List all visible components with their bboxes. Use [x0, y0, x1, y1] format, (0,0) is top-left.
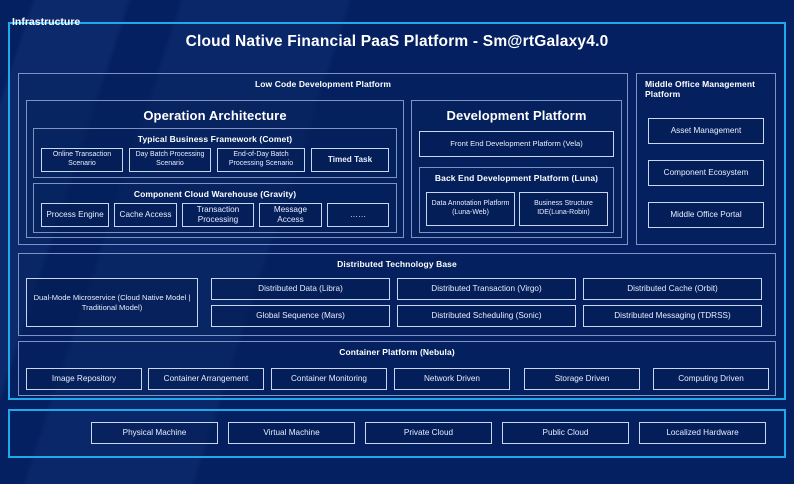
chip-distributed-transaction[interactable]: Distributed Transaction (Virgo)	[397, 278, 576, 300]
distributed-technology-base-title: Distributed Technology Base	[337, 259, 457, 269]
component-cloud-warehouse-title: Component Cloud Warehouse (Gravity)	[133, 189, 297, 199]
chip-middle-office-portal[interactable]: Middle Office Portal	[648, 202, 764, 228]
chip-more-ellipsis[interactable]: ……	[327, 203, 389, 227]
operation-architecture-title: Operation Architecture	[143, 108, 287, 123]
development-platform-title: Development Platform	[446, 108, 587, 123]
back-end-development-platform-title: Back End Development Platform (Luna)	[434, 173, 599, 183]
chip-localized-hardware[interactable]: Localized Hardware	[639, 422, 766, 444]
chip-component-ecosystem[interactable]: Component Ecosystem	[648, 160, 764, 186]
chip-distributed-cache[interactable]: Distributed Cache (Orbit)	[583, 278, 762, 300]
infrastructure-label: Infrastructure	[12, 16, 81, 28]
chip-network-driven[interactable]: Network Driven	[394, 368, 510, 390]
chip-global-sequence[interactable]: Global Sequence (Mars)	[211, 305, 390, 327]
chip-storage-driven[interactable]: Storage Driven	[524, 368, 640, 390]
chip-timed-task[interactable]: Timed Task	[311, 148, 389, 172]
chip-day-batch-processing-scenario[interactable]: Day Batch Processing Scenario	[129, 148, 211, 172]
chip-public-cloud[interactable]: Public Cloud	[502, 422, 629, 444]
chip-data-annotation-platform[interactable]: Data Annotation Platform (Luna-Web)	[426, 192, 515, 226]
chip-front-end-development-platform[interactable]: Front End Development Platform (Vela)	[419, 131, 614, 157]
chip-image-repository[interactable]: Image Repository	[26, 368, 142, 390]
chip-distributed-messaging[interactable]: Distributed Messaging (TDRSS)	[583, 305, 762, 327]
chip-process-engine[interactable]: Process Engine	[41, 203, 109, 227]
chip-end-of-day-batch-processing-scenario[interactable]: End-of-Day Batch Processing Scenario	[217, 148, 305, 172]
chip-container-monitoring[interactable]: Container Monitoring	[271, 368, 387, 390]
chip-online-transaction-scenario[interactable]: Online Transaction Scenario	[41, 148, 123, 172]
chip-business-structure-ide[interactable]: Business Structure IDE(Luna-Robin)	[519, 192, 608, 226]
chip-asset-management[interactable]: Asset Management	[648, 118, 764, 144]
chip-message-access[interactable]: Message Access	[259, 203, 322, 227]
chip-distributed-data[interactable]: Distributed Data (Libra)	[211, 278, 390, 300]
chip-computing-driven[interactable]: Computing Driven	[653, 368, 769, 390]
panel-infrastructure	[8, 409, 786, 458]
chip-physical-machine[interactable]: Physical Machine	[91, 422, 218, 444]
middle-office-title: Middle Office Management Platform	[645, 79, 756, 99]
chip-virtual-machine[interactable]: Virtual Machine	[228, 422, 355, 444]
chip-container-arrangement[interactable]: Container Arrangement	[148, 368, 264, 390]
chip-dual-mode-microservice[interactable]: Dual-Mode Microservice (Cloud Native Mod…	[26, 278, 198, 327]
container-platform-title: Container Platform (Nebula)	[339, 347, 455, 357]
chip-transaction-processing[interactable]: Transaction Processing	[182, 203, 254, 227]
chip-distributed-scheduling[interactable]: Distributed Scheduling (Sonic)	[397, 305, 576, 327]
page-title: Cloud Native Financial PaaS Platform - S…	[185, 33, 609, 50]
chip-cache-access[interactable]: Cache Access	[114, 203, 177, 227]
platform-outer-frame	[8, 22, 786, 400]
typical-business-framework-title: Typical Business Framework (Comet)	[137, 134, 293, 144]
chip-private-cloud[interactable]: Private Cloud	[365, 422, 492, 444]
low-code-title: Low Code Development Platform	[254, 79, 392, 89]
